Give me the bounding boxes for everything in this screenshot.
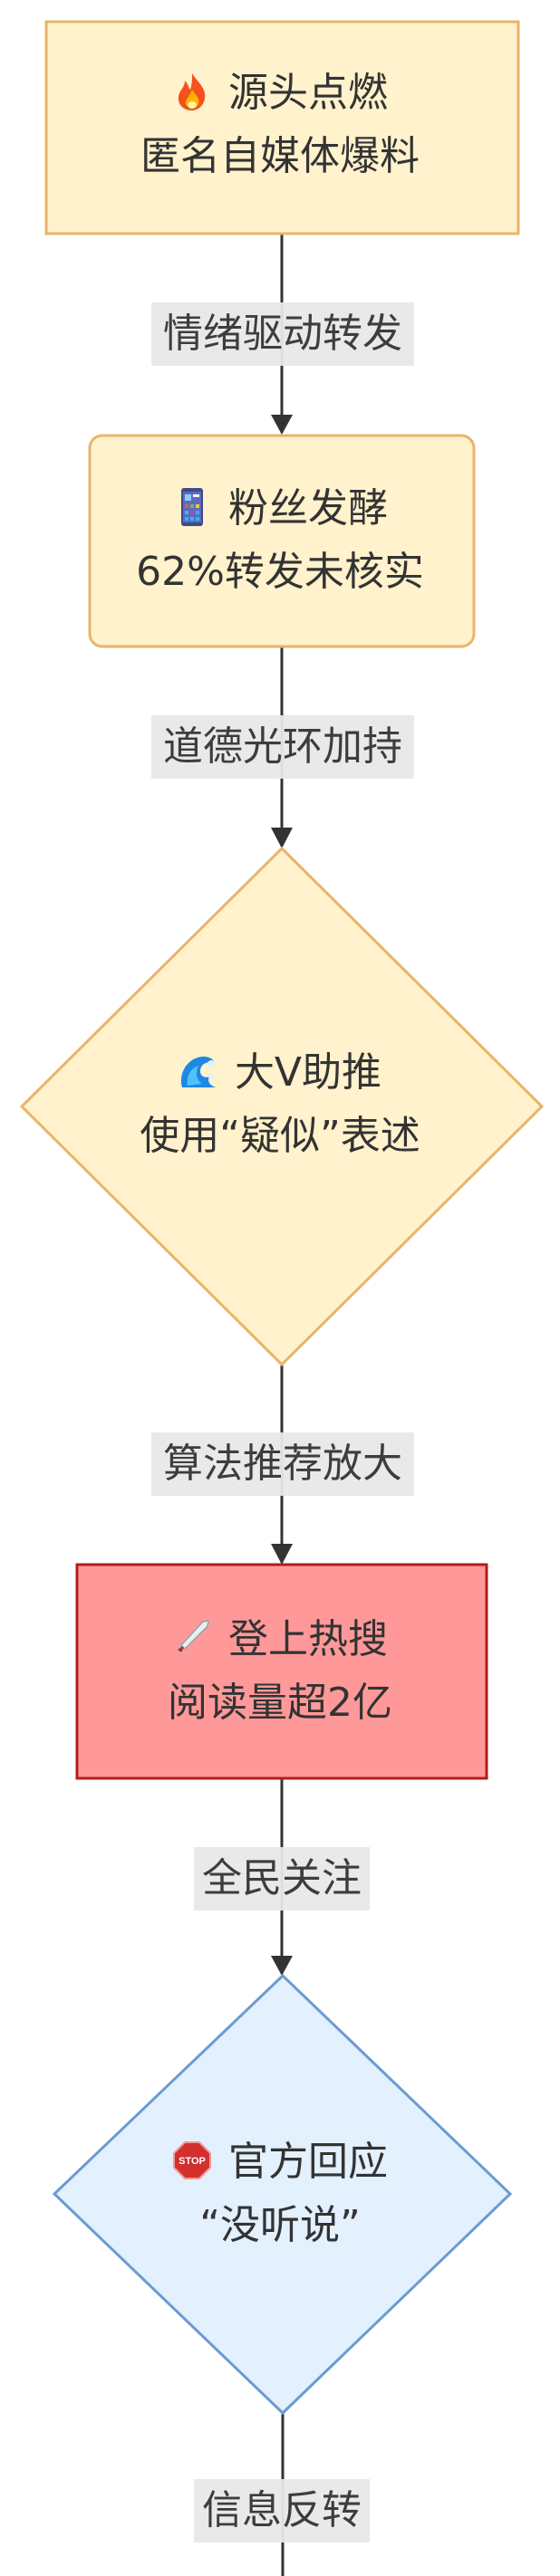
node-subtitle: 阅读量超2亿 <box>168 1680 392 1726</box>
rocket-icon <box>176 1620 209 1654</box>
node-title: 官方回应 <box>228 2139 388 2185</box>
stop-sign-icon: STOP <box>173 2141 211 2179</box>
fire-icon <box>178 73 206 110</box>
edge-label-1: 情绪驱动转发 <box>151 302 414 366</box>
node-subtitle: 匿名自媒体爆料 <box>140 133 420 179</box>
node-title: 源头点燃 <box>228 70 388 116</box>
water-wave-icon <box>180 1056 217 1087</box>
node-source-ignition[interactable] <box>44 20 520 235</box>
node-text-2: 粉丝发酵 62%转发未核实 <box>0 477 560 604</box>
node-official-response[interactable] <box>52 1973 513 2416</box>
edge-label-2: 道德光环加持 <box>151 715 414 779</box>
node-title: 大V助推 <box>234 1049 382 1096</box>
edge-label-4: 全民关注 <box>194 1847 370 1910</box>
arrowhead-3 <box>271 1544 293 1565</box>
node-title: 登上热搜 <box>228 1616 388 1662</box>
arrowhead-1 <box>271 415 293 435</box>
node-big-v-boost[interactable] <box>19 846 545 1367</box>
node-text-4: 登上热搜 阅读量超2亿 <box>0 1608 560 1735</box>
node-text-1: 源头点燃 匿名自媒体爆料 <box>0 62 560 188</box>
node-subtitle: 62%转发未核实 <box>136 549 424 595</box>
arrowhead-2 <box>271 828 293 848</box>
node-text-5: STOP 官方回应 “没听说” <box>0 2131 560 2257</box>
node-subtitle: “没听说” <box>199 2202 361 2248</box>
svg-text:STOP: STOP <box>179 2156 206 2167</box>
node-title: 粉丝发酵 <box>228 485 388 531</box>
node-text-3: 大V助推 使用“疑似”表述 <box>0 1041 560 1168</box>
edge-label-5: 信息反转 <box>194 2479 370 2542</box>
edge-label-3: 算法推荐放大 <box>151 1432 414 1496</box>
node-hot-search[interactable] <box>75 1563 488 1780</box>
mobile-phone-icon <box>181 488 203 526</box>
node-subtitle: 使用“疑似”表述 <box>140 1113 420 1159</box>
arrowhead-4 <box>271 1956 293 1976</box>
